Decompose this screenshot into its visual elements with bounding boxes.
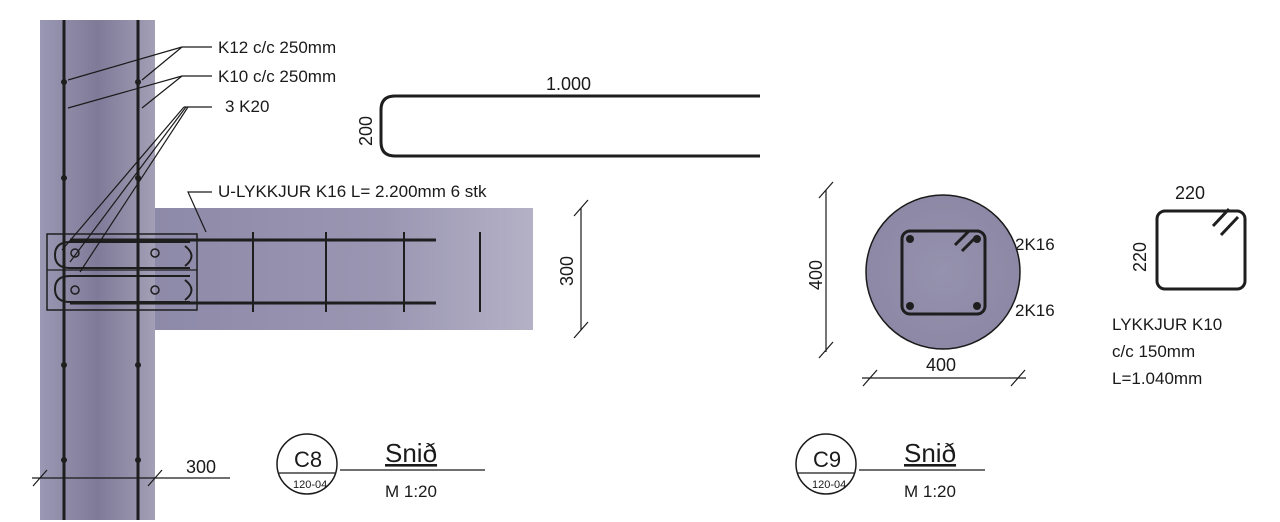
dim-loop-height: 200 xyxy=(356,116,376,146)
stirrup-note-2: c/c 150mm xyxy=(1112,342,1195,361)
dim-col-height-text: 400 xyxy=(806,260,826,290)
loop-small-circles xyxy=(70,248,160,295)
section-mark-c8 xyxy=(276,433,485,495)
c9-id: C9 xyxy=(813,447,841,472)
dim-col-height xyxy=(818,181,834,359)
leader-lines xyxy=(61,46,212,273)
label-u-loop: U-LYKKJUR K16 L= 2.200mm 6 stk xyxy=(218,182,487,201)
stirrup-note-1: LYKKJUR K10 xyxy=(1112,315,1222,334)
beam-section xyxy=(46,208,533,330)
stirrup-shape xyxy=(1155,209,1247,291)
column-hooks xyxy=(953,229,978,253)
u-loop-detail: 1.000 200 xyxy=(356,74,760,158)
c8-ref: 120-04 xyxy=(293,479,327,491)
u-loops xyxy=(53,241,193,303)
wall-rebar-dots xyxy=(61,79,141,463)
c8-scale: M 1:20 xyxy=(385,482,437,501)
col-label-bottom: 2K16 xyxy=(1015,301,1055,320)
beam-stirrups xyxy=(252,232,481,312)
c8-id: C8 xyxy=(294,447,322,472)
column-concrete xyxy=(865,194,1021,350)
dim-wall-width-text: 300 xyxy=(186,457,216,477)
c8-title: Snið xyxy=(385,438,437,468)
stirrup-detail xyxy=(1155,207,1247,291)
column-bars xyxy=(906,235,981,310)
column-stirrup xyxy=(900,229,987,316)
label-k20: 3 K20 xyxy=(225,97,269,116)
dim-wall-width xyxy=(32,469,230,487)
c9-scale: M 1:20 xyxy=(904,482,956,501)
u-loop-shape xyxy=(379,94,760,158)
connection-box xyxy=(46,233,198,311)
column-section xyxy=(865,194,1021,350)
dim-beam-height-text: 300 xyxy=(557,256,577,286)
section-mark-c9 xyxy=(795,433,985,495)
stirrup-width: 220 xyxy=(1175,183,1205,203)
c9-ref: 120-04 xyxy=(812,479,846,491)
label-k12: K12 c/c 250mm xyxy=(218,38,336,57)
stirrup-note-3: L=1.040mm xyxy=(1112,369,1202,388)
dim-beam-height xyxy=(573,199,589,339)
c9-title: Snið xyxy=(904,438,956,468)
dim-col-width-text: 400 xyxy=(926,355,956,375)
label-k10: K10 c/c 250mm xyxy=(218,67,336,86)
dim-col-width xyxy=(862,369,1026,387)
dim-loop-length: 1.000 xyxy=(546,74,591,94)
beam-concrete xyxy=(155,208,533,330)
stirrup-height: 220 xyxy=(1130,242,1150,272)
col-label-top: 2K16 xyxy=(1015,235,1055,254)
